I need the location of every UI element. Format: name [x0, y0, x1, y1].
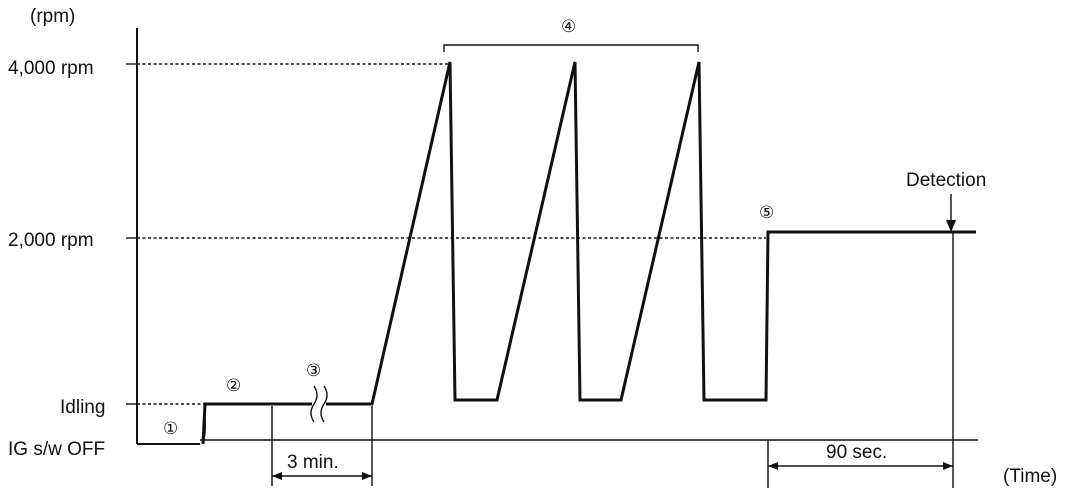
dim-3min-arrow-right	[362, 472, 372, 480]
step-1-marker: ①	[163, 419, 178, 438]
dim-90sec-arrow-left	[768, 462, 778, 470]
level-label-ig-off: IG s/w OFF	[8, 439, 105, 460]
duration-label-3min: 3 min.	[287, 452, 339, 473]
step-3-marker: ③	[306, 361, 321, 380]
dim-3min-arrow-left	[272, 472, 282, 480]
dim-90sec-arrow-right	[943, 462, 953, 470]
detection-arrow	[946, 220, 956, 232]
level-label-2000: 2,000 rpm	[8, 230, 94, 251]
level-label-idling: Idling	[60, 397, 105, 418]
step-2-marker: ②	[226, 376, 241, 395]
time-break-mark-left	[310, 385, 318, 423]
detection-label: Detection	[906, 170, 986, 191]
step-4-marker: ④	[561, 17, 576, 36]
duration-label-90sec: 90 sec.	[826, 442, 887, 463]
ig-to-idle-transition	[203, 415, 207, 441]
y-axis-unit-label: (rpm)	[30, 6, 75, 27]
time-break-mark-right	[320, 385, 328, 423]
rpm-trace	[201, 61, 976, 445]
x-axis-unit-label: (Time)	[1003, 466, 1057, 487]
level-label-4000: 4,000 rpm	[8, 58, 94, 79]
step4-bracket	[443, 44, 699, 52]
step-5-marker: ⑤	[759, 203, 774, 222]
